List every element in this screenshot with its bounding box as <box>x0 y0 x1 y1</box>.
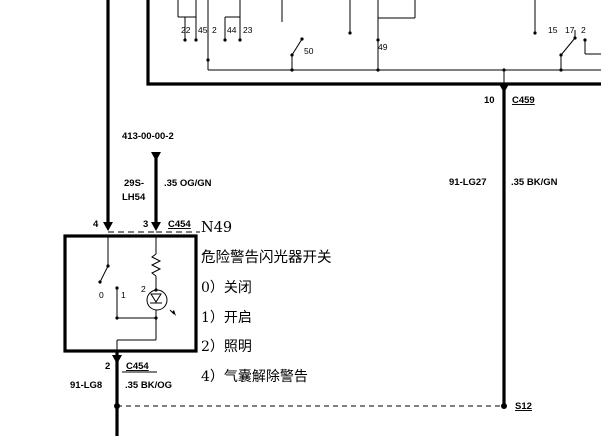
module-pin-2b: 2 <box>581 25 586 35</box>
hazard-switch <box>63 234 198 353</box>
c459-pin: 10 <box>484 95 495 106</box>
switch-position-3: 4）气囊解除警告 <box>201 368 308 385</box>
light-emission-arrow <box>172 310 176 316</box>
module-pin-17: 17 <box>565 25 575 35</box>
module-pin-23: 23 <box>243 25 253 35</box>
lamp-pin-2: 2 <box>141 284 146 294</box>
bottom-pin-2: 2 <box>105 361 110 372</box>
page-reference: 413-00-00-2 <box>122 131 174 142</box>
switch-position-2: 2）照明 <box>201 339 252 355</box>
bottom-wire-spec: .35 BK/OG <box>125 380 172 391</box>
switch-contact-0: 0 <box>99 290 104 300</box>
led-symbol <box>150 293 162 303</box>
connector-arrow <box>103 222 113 231</box>
switch-position-0: 0）关闭 <box>201 280 252 296</box>
bottom-wire-circuit: 91-LG8 <box>70 380 102 391</box>
connector-arrow <box>151 222 161 231</box>
splice-dot <box>501 403 507 409</box>
connector-arrow <box>112 355 122 364</box>
module-pin-49: 49 <box>378 42 388 52</box>
module-pin-44: 44 <box>227 25 237 35</box>
switch-contact-1: 1 <box>121 290 126 300</box>
switch-title: 危险警告闪光器开关 <box>201 249 332 266</box>
switch-position-1: 1）开启 <box>201 310 252 326</box>
page-ref-arrow <box>151 152 161 161</box>
switch-pin-3: 3 <box>143 219 148 230</box>
c459-connector: C459 <box>512 95 535 106</box>
right-wire-circuit: 91-LG27 <box>449 177 487 188</box>
module-pin-15: 15 <box>548 25 558 35</box>
connector-arrow <box>499 84 509 93</box>
right-wire <box>499 68 509 409</box>
module-pin-22: 22 <box>181 25 191 35</box>
module-pin-50: 50 <box>304 46 314 56</box>
c454-top-connector: C454 <box>168 219 191 230</box>
left-wire-spec: .35 OG/GN <box>164 178 212 189</box>
splice-s12: S12 <box>515 401 532 412</box>
switch-pin-4: 4 <box>93 219 99 230</box>
hazard-feed-wire <box>151 152 161 231</box>
left-wire-circuit-2: LH54 <box>122 192 146 203</box>
c454-bottom-connector: C454 <box>126 361 149 372</box>
right-wire-spec: .35 BK/GN <box>511 177 558 188</box>
upper-module: 22 45 2 44 23 50 49 15 17 2 <box>146 0 601 86</box>
left-feed-wire <box>103 0 113 231</box>
left-wire-circuit-1: 29S- <box>124 178 144 189</box>
module-pin-2a: 2 <box>212 25 217 35</box>
module-pin-45: 45 <box>198 25 208 35</box>
switch-id: N49 <box>201 220 232 236</box>
bottom-wire <box>112 351 504 436</box>
